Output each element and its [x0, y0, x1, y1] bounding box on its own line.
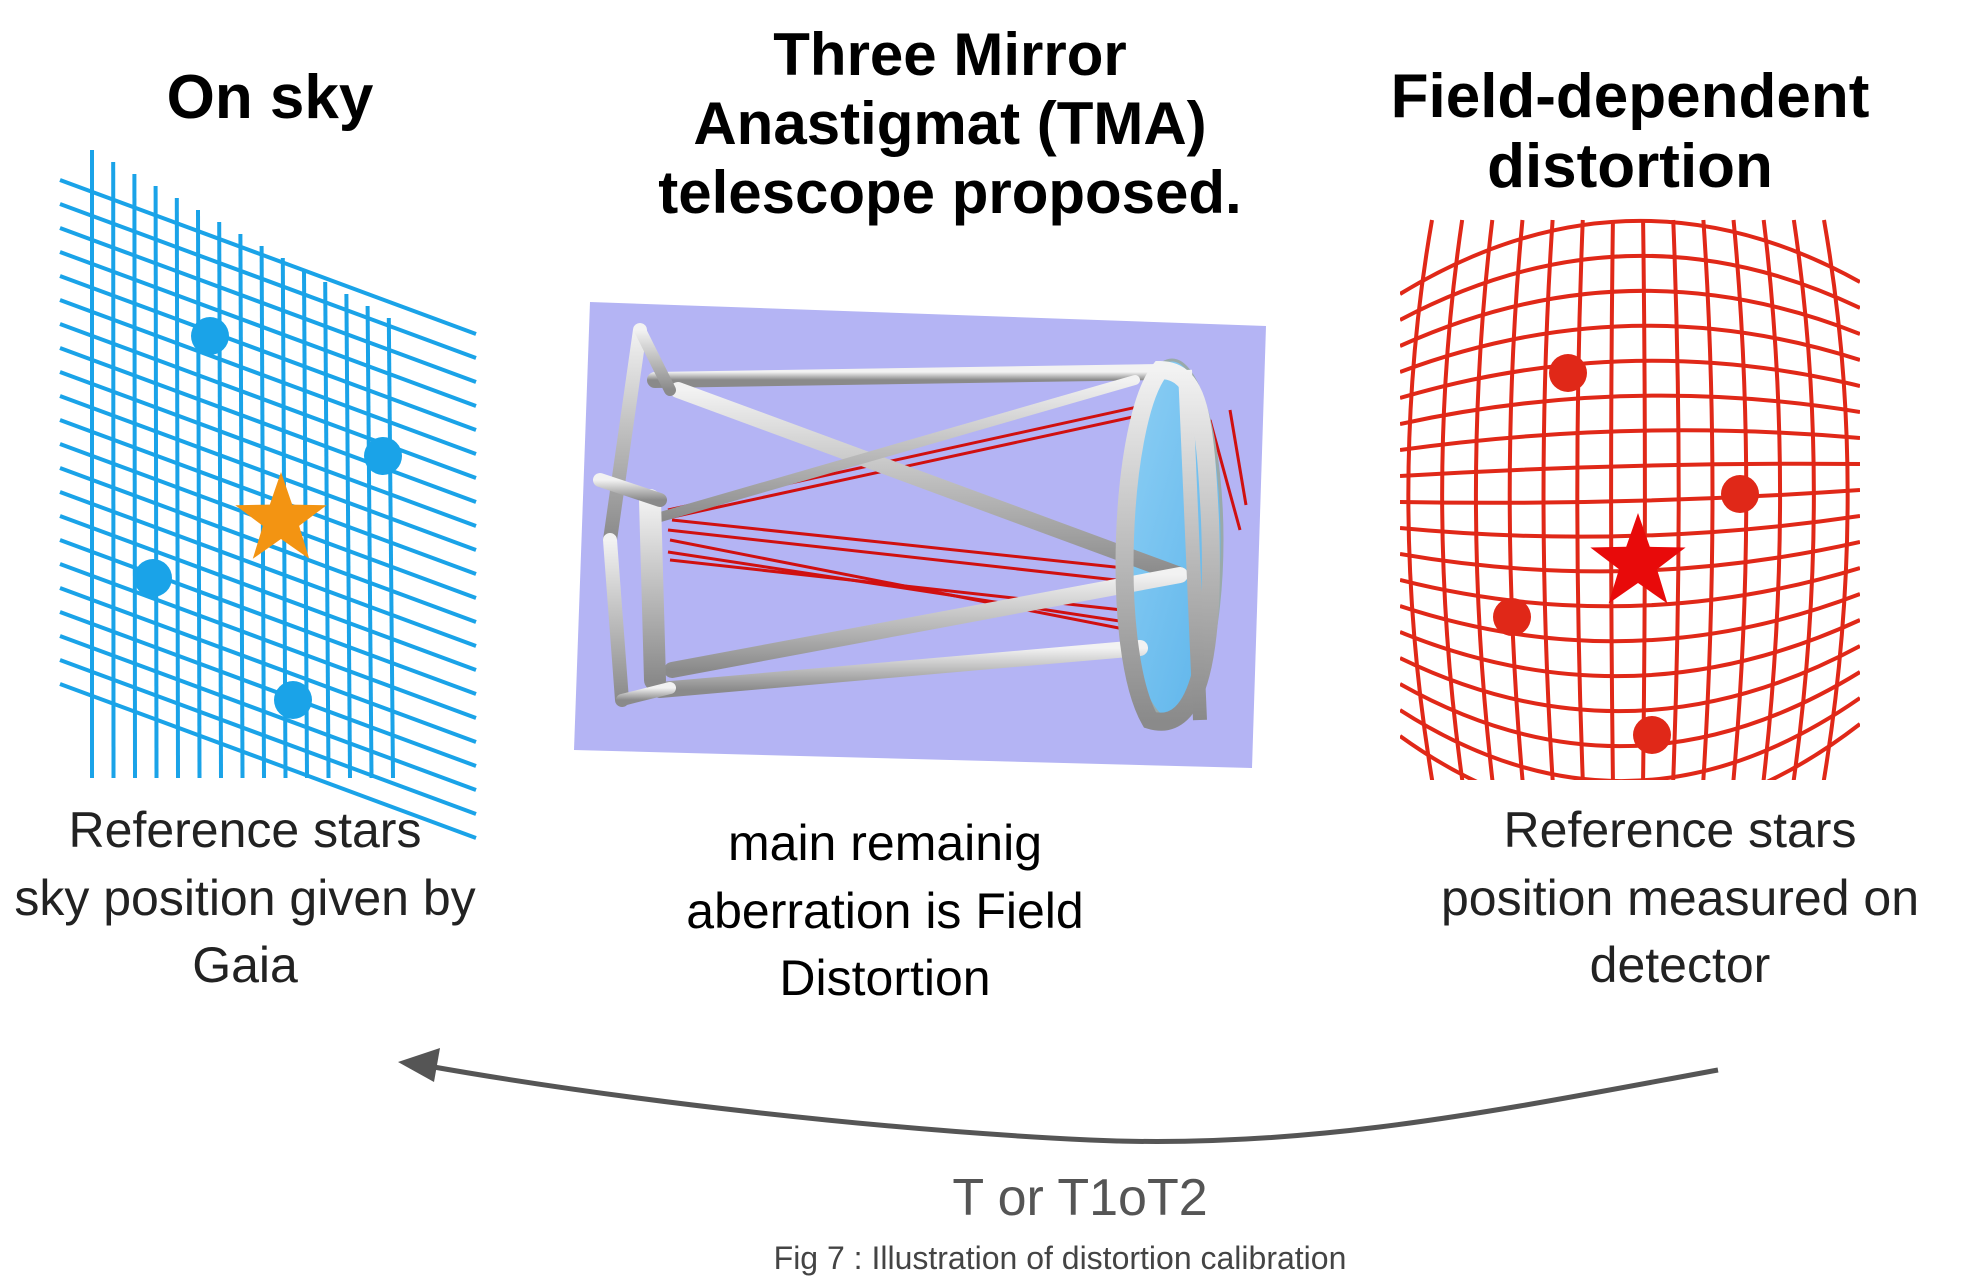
distortion-caption-line-1: Reference stars: [1390, 797, 1966, 865]
on-sky-caption-line-3: Gaia: [0, 932, 550, 1000]
tma-caption: main remainig aberration is Field Distor…: [610, 810, 1160, 1013]
on-sky-caption-line-2: sky position given by: [0, 865, 550, 933]
arrow-curve: [428, 1066, 1718, 1142]
on-sky-caption: Reference stars sky position given by Ga…: [0, 797, 550, 1000]
tma-caption-line-3: Distortion: [610, 945, 1160, 1013]
tma-caption-line-1: main remainig: [610, 810, 1160, 878]
distortion-caption: Reference stars position measured on det…: [1390, 797, 1966, 1000]
distortion-caption-line-2: position measured on: [1390, 865, 1966, 933]
transform-label: T or T1oT2: [880, 1168, 1280, 1228]
on-sky-caption-line-1: Reference stars: [0, 797, 550, 865]
distortion-caption-line-3: detector: [1390, 932, 1966, 1000]
figure-caption: Fig 7 : Illustration of distortion calib…: [660, 1240, 1460, 1277]
tma-caption-line-2: aberration is Field: [610, 878, 1160, 946]
arrow-head: [398, 1048, 440, 1082]
